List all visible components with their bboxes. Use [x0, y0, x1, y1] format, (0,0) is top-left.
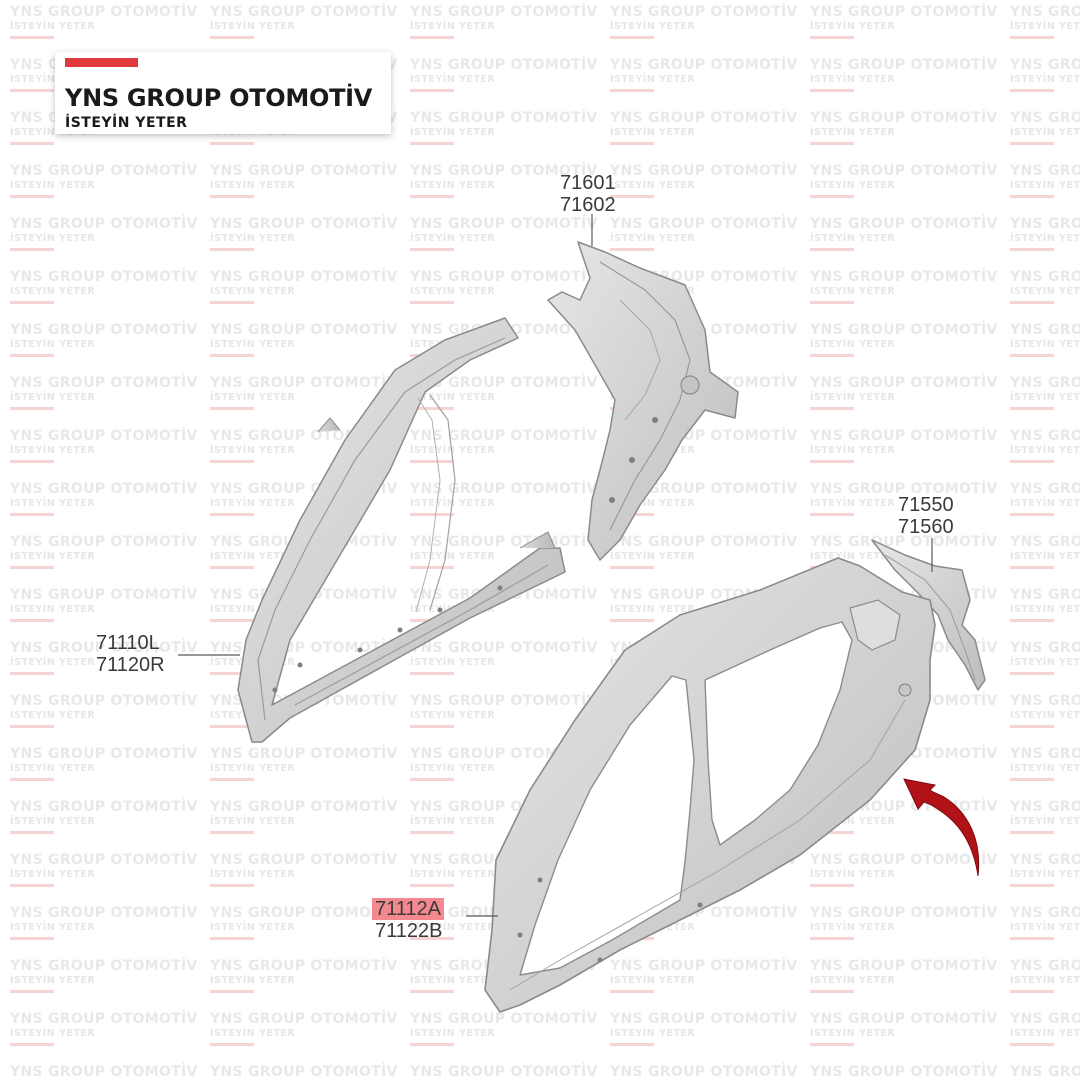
callout-quarter-extension: 71550 71560	[898, 494, 954, 538]
part-number-primary-highlighted: 71112A	[372, 898, 444, 920]
callout-quarter-inner-upper: 71601 71602	[560, 172, 616, 216]
part-number-secondary: 71602	[560, 194, 616, 216]
callout-side-outer-panel: 71112A 71122B	[372, 898, 444, 942]
curved-arrow-icon	[903, 778, 980, 877]
part-number-primary: 71601	[560, 172, 616, 194]
part-number-primary: 71550	[898, 494, 954, 516]
part-number-secondary: 71120R	[96, 654, 165, 676]
brand-title: YNS GROUP OTOMOTİV	[65, 84, 373, 112]
brand-accent-bar	[65, 58, 138, 67]
part-number-secondary: 71560	[898, 516, 954, 538]
part-number-primary: 71110L	[96, 632, 160, 654]
callout-inner-front-pillar: 71110L 71120R	[96, 632, 165, 676]
part-inner-front-pillar	[237, 317, 566, 743]
leader-lines	[178, 214, 933, 917]
part-side-outer-panel	[484, 557, 936, 1013]
brand-subtitle: İSTEYİN YETER	[65, 115, 188, 131]
part-quarter-inner-upper	[547, 241, 739, 561]
part-number-secondary: 71122B	[375, 920, 443, 942]
brand-card: YNS GROUP OTOMOTİV İSTEYİN YETER	[55, 52, 391, 134]
